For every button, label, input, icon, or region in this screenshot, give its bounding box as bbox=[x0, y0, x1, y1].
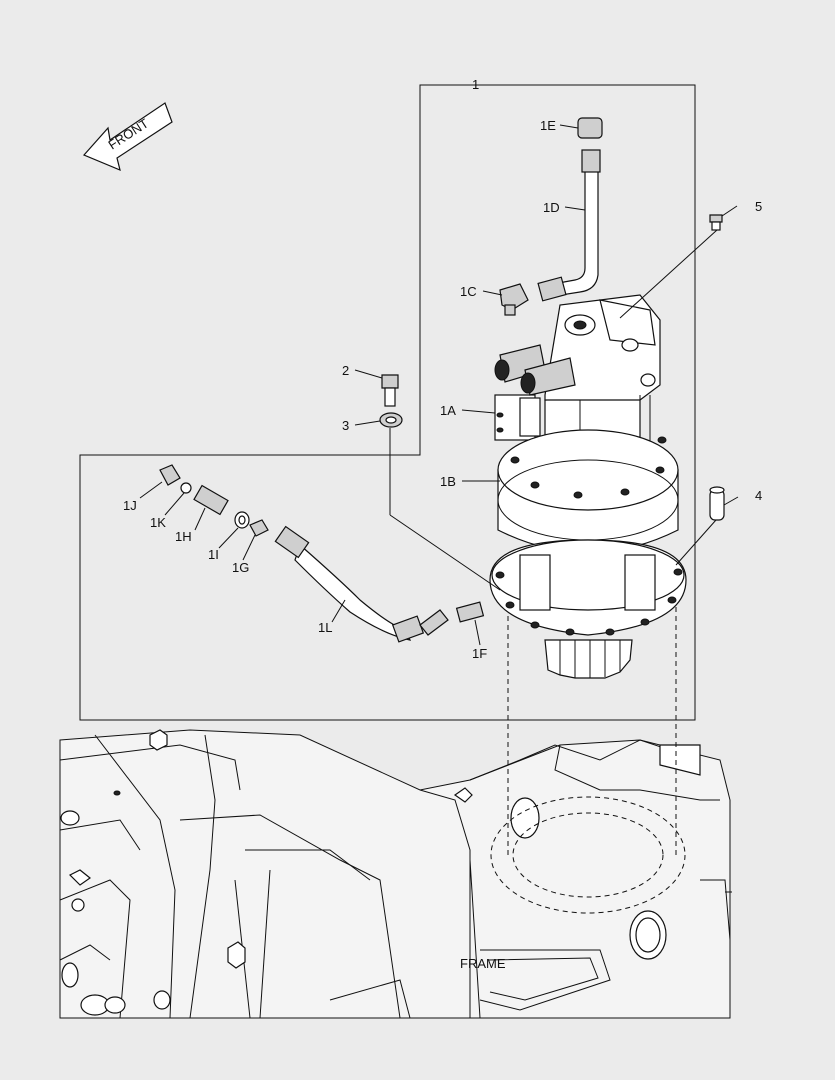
plug-1J bbox=[159, 464, 181, 486]
callout-1E: 1E bbox=[540, 118, 556, 133]
pin-4 bbox=[709, 486, 725, 521]
hose-1L bbox=[274, 525, 449, 643]
front-arrow-icon: FRONT bbox=[82, 102, 173, 172]
callout-1L: 1L bbox=[318, 620, 332, 635]
callout-1D: 1D bbox=[543, 200, 560, 215]
bolt-2 bbox=[381, 374, 399, 407]
washer-3 bbox=[379, 412, 403, 428]
callout-1F: 1F bbox=[472, 646, 487, 661]
fitting-1F bbox=[455, 601, 485, 623]
washer-1I bbox=[234, 511, 250, 529]
callout-3: 3 bbox=[342, 418, 349, 433]
oring-1K bbox=[180, 482, 192, 494]
callout-5: 5 bbox=[755, 199, 762, 214]
callout-1H: 1H bbox=[175, 529, 192, 544]
callout-2: 2 bbox=[342, 363, 349, 378]
callout-1B: 1B bbox=[440, 474, 456, 489]
callout-1K: 1K bbox=[150, 515, 166, 530]
assembly-outline bbox=[79, 84, 696, 721]
callout-1C: 1C bbox=[460, 284, 477, 299]
frame-label: FRAME bbox=[460, 956, 506, 971]
fitting-1G bbox=[249, 519, 269, 537]
callout-1: 1 bbox=[472, 77, 479, 92]
callout-1G: 1G bbox=[232, 560, 249, 575]
bolt-5 bbox=[709, 214, 723, 231]
fitting-1H bbox=[193, 484, 229, 516]
drain-tube-assembly bbox=[499, 117, 603, 316]
leader-lines bbox=[139, 124, 739, 646]
frame-structure bbox=[59, 580, 732, 1019]
callout-1I: 1I bbox=[208, 547, 219, 562]
reduction-gear bbox=[489, 429, 687, 679]
callout-1J: 1J bbox=[123, 498, 137, 513]
callout-1A: 1A bbox=[440, 403, 456, 418]
callout-4: 4 bbox=[755, 488, 762, 503]
